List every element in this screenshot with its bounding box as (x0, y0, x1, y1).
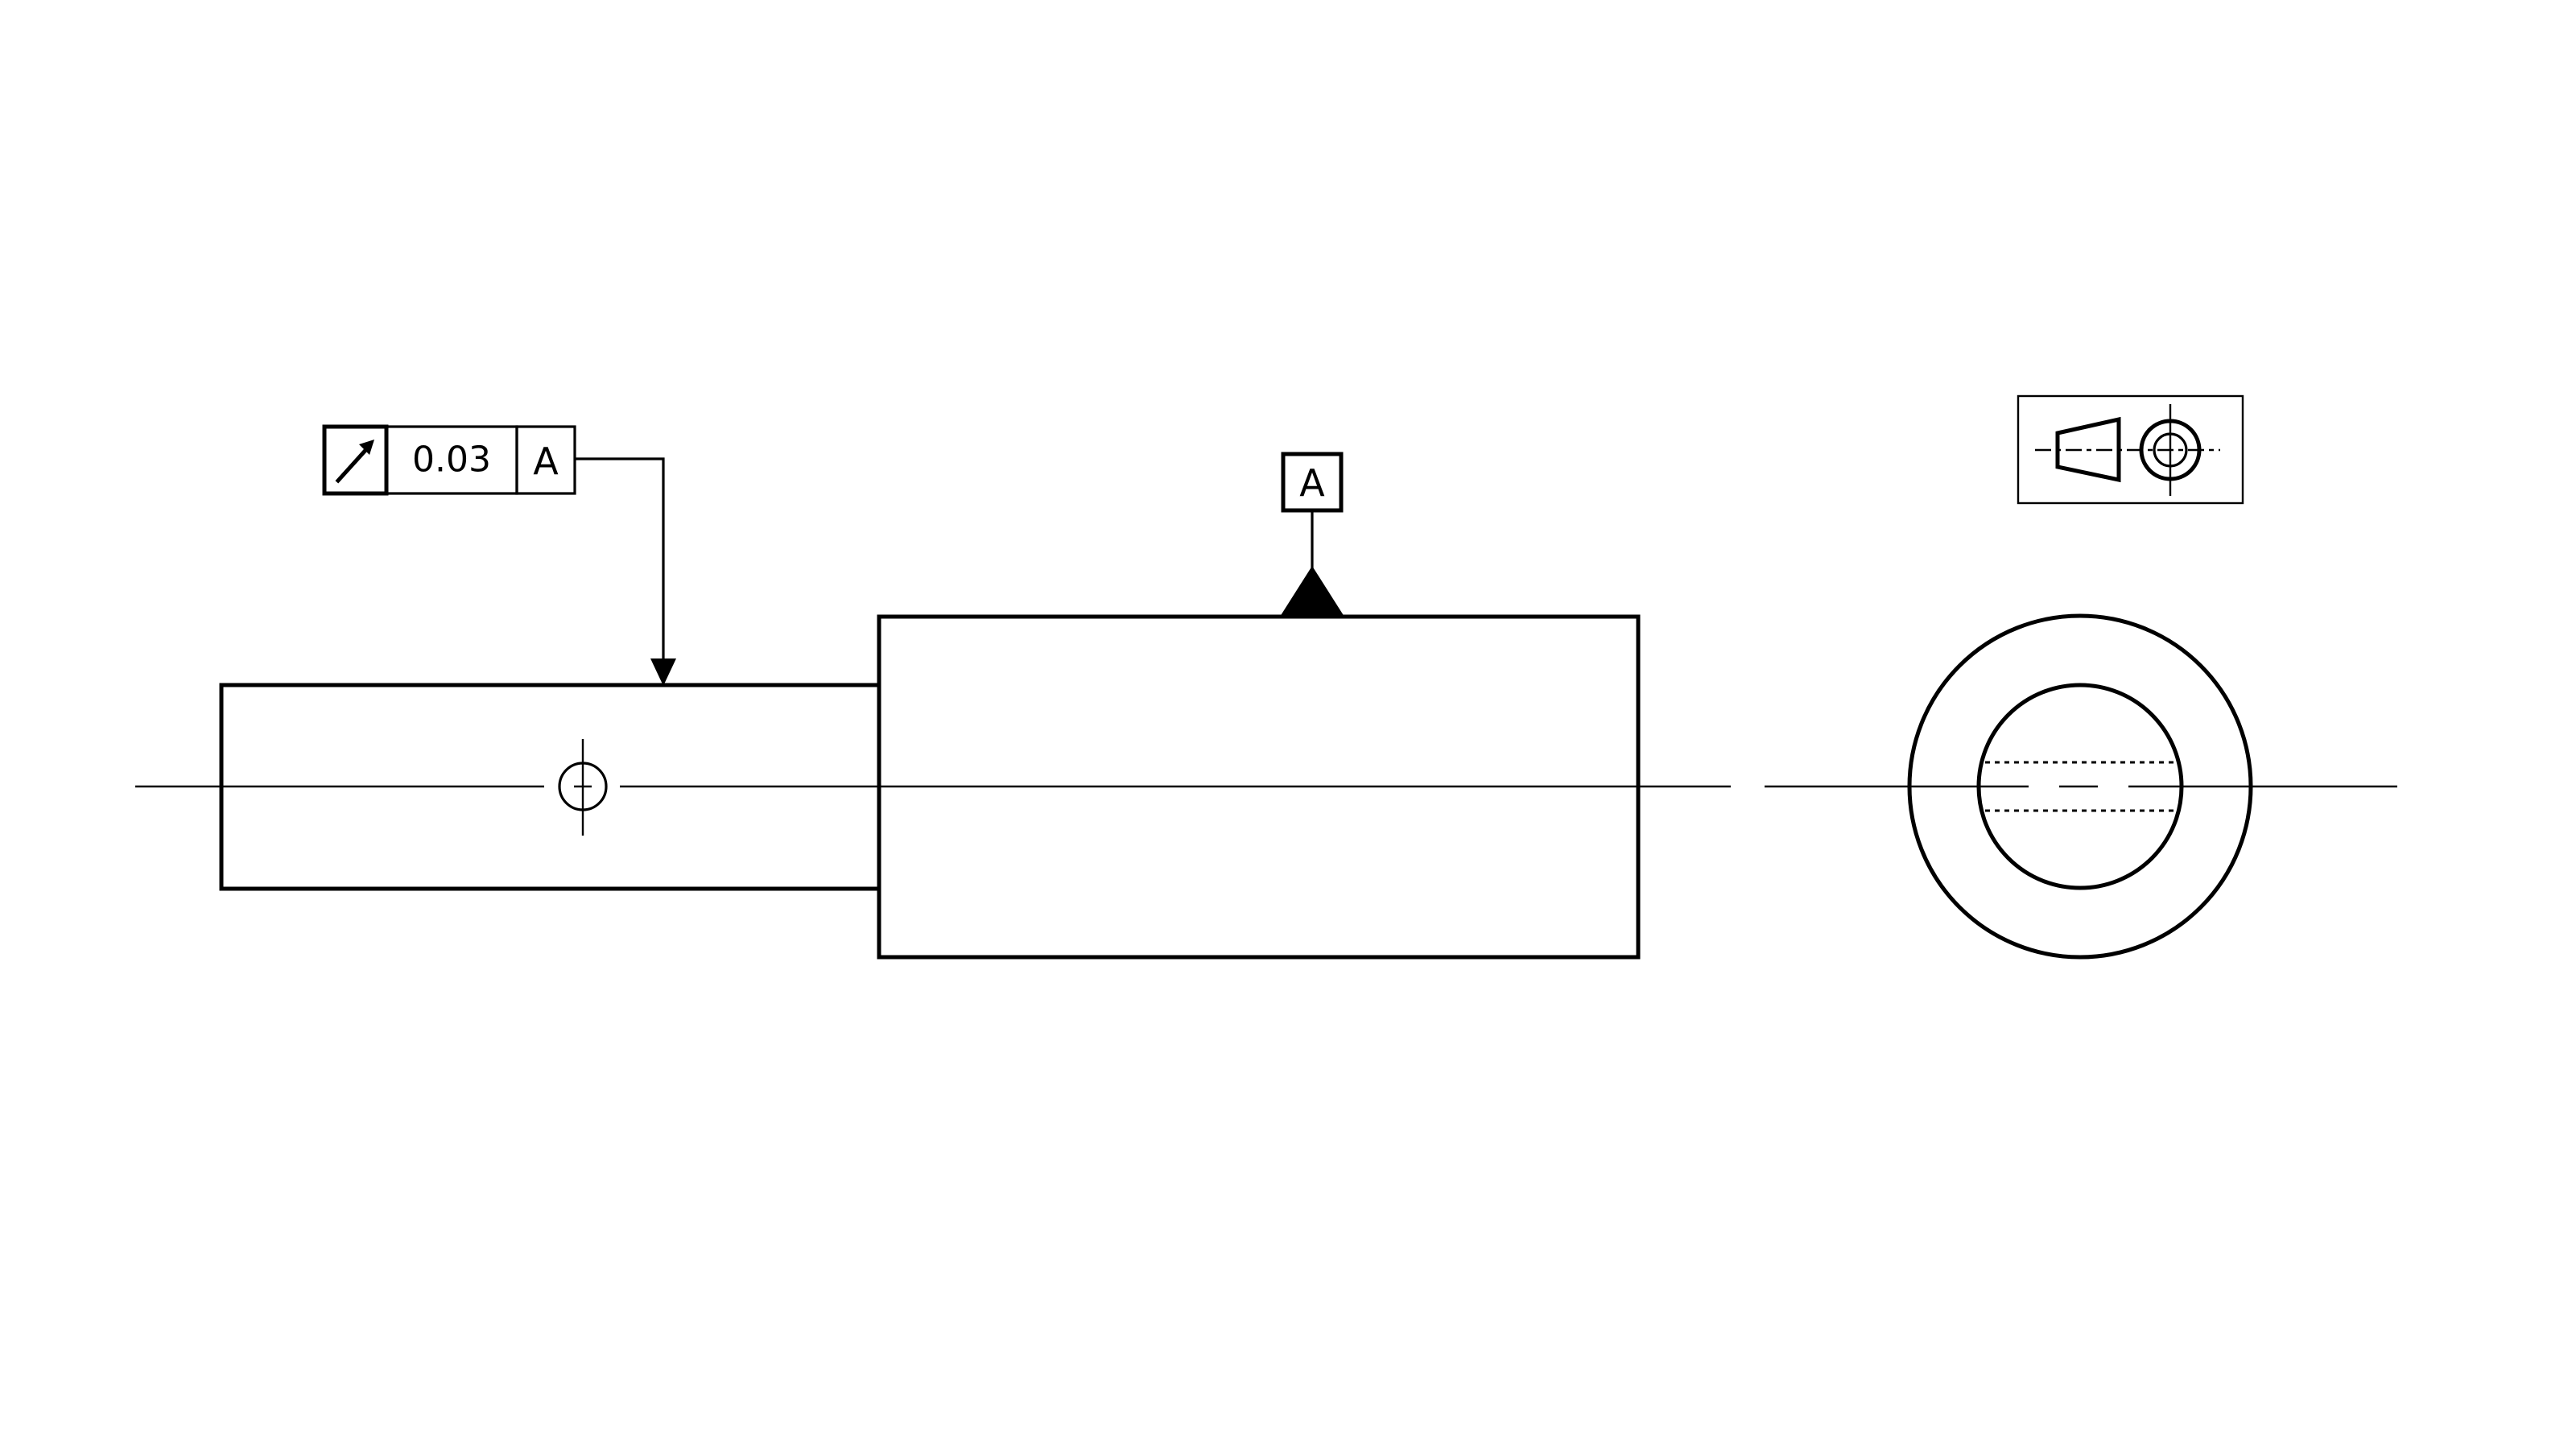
fcf-leader (575, 457, 676, 686)
fcf-datum-reference: A (533, 440, 559, 483)
shaft-side-view (1765, 613, 2397, 960)
leader-arrowhead (650, 658, 676, 686)
small-diameter-section (219, 683, 880, 891)
projection-symbol-frame (2017, 394, 2244, 505)
large-diameter-section (877, 614, 1641, 960)
fcf-tolerance-value: 0.03 (412, 440, 491, 481)
shaft-front-view (135, 614, 1731, 960)
inner-circle (1976, 683, 2184, 890)
feature-control-frame: 0.03 A (322, 424, 576, 496)
outer-circle (1907, 613, 2253, 960)
third-angle-projection-icon (2017, 394, 2244, 505)
datum-triangle (1280, 566, 1344, 617)
cross-hole-mark (544, 739, 620, 836)
datum-feature-symbol: A (1280, 452, 1344, 617)
runout-arrow-icon (335, 440, 374, 484)
datum-label: A (1299, 461, 1325, 505)
